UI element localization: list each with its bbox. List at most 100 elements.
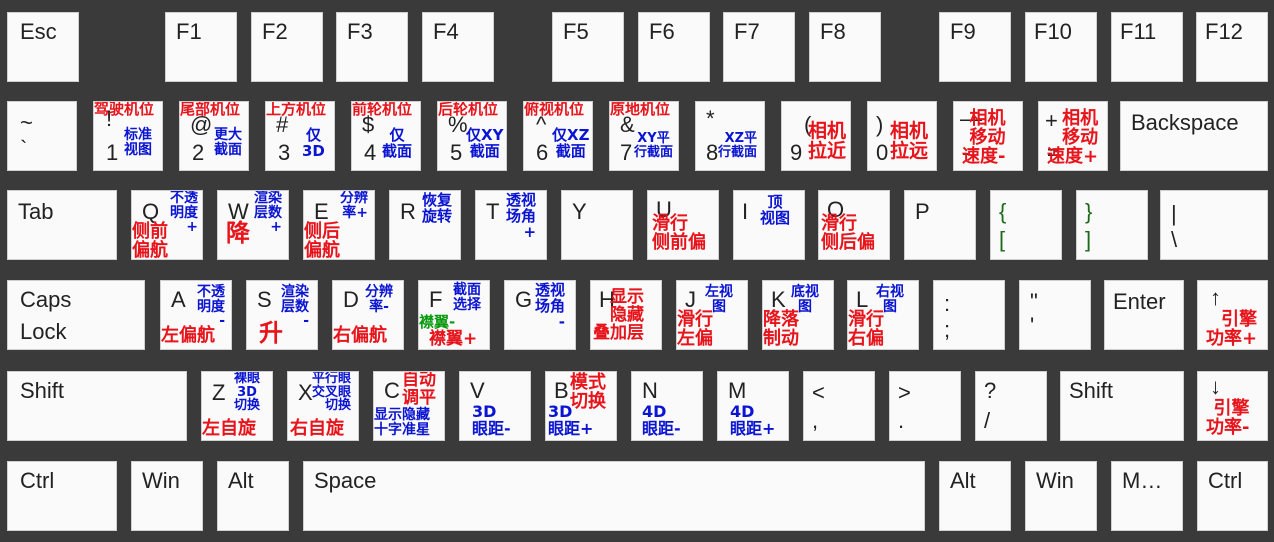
key-t[interactable]: T 透视 场角 + xyxy=(475,190,547,260)
key-label: 4 xyxy=(364,140,377,165)
key-g[interactable]: G 透视 场角 - xyxy=(504,280,576,350)
function-label-blue: 3D 眼距- xyxy=(472,402,511,438)
key-f5[interactable]: F5 xyxy=(552,12,624,82)
key-slash[interactable]: ? / xyxy=(975,371,1047,441)
key-c[interactable]: C 自动 调平 显示隐藏 十字准星 xyxy=(373,371,445,441)
key-comma[interactable]: < , xyxy=(803,371,875,441)
key-f4[interactable]: F4 xyxy=(422,12,494,82)
key-n[interactable]: N 4D 眼距- xyxy=(631,371,703,441)
key-shift-left[interactable]: Shift xyxy=(7,371,187,441)
key-arrow-up[interactable]: ↑ 引擎 功率+ xyxy=(1197,280,1268,350)
key-quote[interactable]: " ' xyxy=(1019,280,1091,350)
key-2[interactable]: @ 2 尾部机位 更大 截面 xyxy=(179,101,249,171)
key-s[interactable]: S 渲染 层数 - 升 xyxy=(246,280,318,350)
key-0[interactable]: ) 0 相机 拉远 xyxy=(867,101,937,171)
key-backspace[interactable]: Backspace xyxy=(1120,101,1268,171)
key-q[interactable]: Q 不透 明度 + 侧前 偏航 xyxy=(131,190,203,260)
key-f2[interactable]: F2 xyxy=(251,12,323,82)
key-enter[interactable]: Enter xyxy=(1104,280,1184,350)
key-b[interactable]: B 模式 切换 3D 眼距+ xyxy=(545,371,617,441)
function-label-red: 滑行 侧后偏 xyxy=(821,213,875,253)
key-minus[interactable]: — - 相机 移动 速度- xyxy=(953,101,1023,171)
key-label: Z xyxy=(212,380,226,405)
key-w[interactable]: W 渲染 层数 + 降 xyxy=(217,190,289,260)
key-m[interactable]: M 4D 眼距+ xyxy=(717,371,789,441)
key-z[interactable]: Z 裸眼 3D 切换 左自旋 xyxy=(201,371,273,441)
function-label-green: 襟翼- xyxy=(419,313,456,331)
key-x[interactable]: X 平行眼 交叉眼 切换 右自旋 xyxy=(287,371,359,441)
key-3[interactable]: # 3 上方机位 仅 3D xyxy=(265,101,335,171)
key-plus[interactable]: + = 相机 移动 速度+ xyxy=(1038,101,1108,171)
key-esc[interactable]: Esc xyxy=(7,12,79,82)
key-h[interactable]: H 显示 隐藏 叠加层 xyxy=(590,280,662,350)
key-alt-left[interactable]: Alt xyxy=(217,461,289,531)
key-y[interactable]: Y xyxy=(561,190,633,260)
key-alt-right[interactable]: Alt xyxy=(939,461,1011,531)
function-label-red: 降落 制动 xyxy=(763,309,799,349)
key-j[interactable]: J 左视 图 滑行 左偏 xyxy=(676,280,748,350)
key-label: Tab xyxy=(18,199,54,224)
key-8[interactable]: * 8 XZ平 行截面 xyxy=(695,101,765,171)
key-f6[interactable]: F6 xyxy=(638,12,710,82)
key-label-shift: + xyxy=(1045,108,1058,133)
key-f8[interactable]: F8 xyxy=(809,12,881,82)
key-label: F9 xyxy=(950,19,976,44)
key-shift-right[interactable]: Shift xyxy=(1060,371,1184,441)
function-label-blue: 右视 图 xyxy=(876,284,904,315)
key-label-shift: ( xyxy=(804,112,812,137)
key-arrow-down[interactable]: ↓ 引擎 功率- xyxy=(1197,371,1268,441)
key-1[interactable]: ! 1 驾驶机位 标准 视图 xyxy=(93,101,163,171)
key-f10[interactable]: F10 xyxy=(1025,12,1097,82)
key-6[interactable]: ^ 6 俯视机位 仅XZ 截面 xyxy=(523,101,593,171)
key-backslash[interactable]: | \ xyxy=(1160,190,1268,260)
key-d[interactable]: D 分辨 率- 右偏航 xyxy=(332,280,404,350)
key-caps-lock[interactable]: Caps Lock xyxy=(7,280,145,350)
function-label-blue: 不透 明度 - xyxy=(197,284,225,330)
key-win-left[interactable]: Win xyxy=(131,461,203,531)
key-semicolon[interactable]: : ; xyxy=(933,280,1005,350)
key-o[interactable]: O 滑行 侧后偏 xyxy=(818,190,890,260)
function-label-blue: 仅 截面 xyxy=(382,126,413,160)
key-label-shift: @ xyxy=(190,112,213,137)
key-v[interactable]: V 3D 眼距- xyxy=(459,371,531,441)
key-menu[interactable]: M… xyxy=(1111,461,1183,531)
key-f3[interactable]: F3 xyxy=(336,12,408,82)
key-right-bracket[interactable]: } ] xyxy=(1076,190,1148,260)
key-label: ] xyxy=(1085,227,1092,252)
key-4[interactable]: $ 4 前轮机位 仅 截面 xyxy=(351,101,421,171)
function-label-red: 引擎 功率- xyxy=(1206,398,1250,438)
key-f11[interactable]: F11 xyxy=(1111,12,1183,82)
key-l[interactable]: L 右视 图 滑行 右偏 xyxy=(847,280,919,350)
key-left-bracket[interactable]: { [ xyxy=(990,190,1062,260)
key-f7[interactable]: F7 xyxy=(723,12,795,82)
key-label: ; xyxy=(944,317,951,342)
key-7[interactable]: & 7 原地机位 XY平 行截面 xyxy=(609,101,679,171)
key-label: 8 xyxy=(706,140,719,165)
key-f[interactable]: F 截面 选择 襟翼- 襟翼+ xyxy=(418,280,490,350)
key-f1[interactable]: F1 xyxy=(165,12,237,82)
key-e[interactable]: E 分辨 率+ 侧后 偏航 xyxy=(303,190,375,260)
key-tab[interactable]: Tab xyxy=(7,190,117,260)
key-r[interactable]: R 恢复 旋转 xyxy=(389,190,461,260)
key-a[interactable]: A 不透 明度 - 左偏航 xyxy=(160,280,232,350)
key-5[interactable]: % 5 后轮机位 仅XY 截面 xyxy=(437,101,507,171)
function-label-red: 滑行 左偏 xyxy=(677,309,713,349)
key-9[interactable]: ( 9 相机 拉近 xyxy=(781,101,851,171)
key-tilde[interactable]: ~ ` xyxy=(7,101,77,171)
key-win-right[interactable]: Win xyxy=(1025,461,1097,531)
key-p[interactable]: P xyxy=(904,190,976,260)
key-period[interactable]: > . xyxy=(889,371,961,441)
key-label: Space xyxy=(314,468,377,493)
key-label: [ xyxy=(999,227,1006,252)
key-label: M xyxy=(728,378,747,403)
function-label-red: 侧前 偏航 xyxy=(132,221,168,260)
key-ctrl-left[interactable]: Ctrl xyxy=(7,461,117,531)
key-space[interactable]: Space xyxy=(303,461,925,531)
key-i[interactable]: I 顶 视图 xyxy=(733,190,805,260)
function-label-blue: 左视 图 xyxy=(705,284,733,315)
key-f12[interactable]: F12 xyxy=(1196,12,1268,82)
key-f9[interactable]: F9 xyxy=(939,12,1011,82)
key-ctrl-right[interactable]: Ctrl xyxy=(1197,461,1268,531)
key-k[interactable]: K 底视 图 降落 制动 xyxy=(762,280,834,350)
key-u[interactable]: U 滑行 侧前偏 xyxy=(647,190,719,260)
